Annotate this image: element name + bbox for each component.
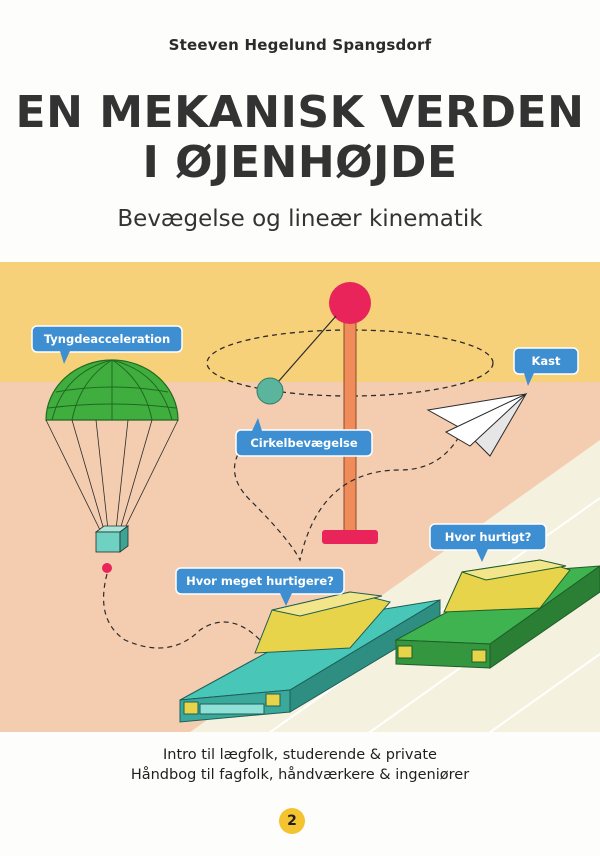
circular-path xyxy=(206,329,494,397)
label-how-much-faster: Hvor meget hurtigere? xyxy=(186,574,334,588)
label-circular: Cirkelbevægelse xyxy=(250,436,358,450)
pendulum-string xyxy=(277,315,337,383)
bubble-circular: Cirkelbevægelse xyxy=(235,418,373,457)
paper-plane xyxy=(426,392,528,457)
tagline-handbook: Håndbog til fagfolk, håndværkere & ingen… xyxy=(130,767,470,783)
parachute-strings xyxy=(45,419,179,531)
falling-ball xyxy=(102,563,112,573)
throw-trajectory xyxy=(233,434,461,562)
label-how-fast: Hvor hurtigt? xyxy=(445,530,532,544)
author-name: Steeven Hegelund Spangsdorf xyxy=(168,36,432,54)
bubble-gravity: Tyngdeacceleration xyxy=(31,325,183,364)
bubble-how-much-faster: Hvor meget hurtigere? xyxy=(175,567,345,606)
bubble-how-fast: Hvor hurtigt? xyxy=(429,523,547,562)
bubble-throw: Kast xyxy=(513,347,579,386)
label-throw: Kast xyxy=(531,354,561,368)
title-line-2: I ØJENHØJDE xyxy=(142,137,458,188)
lower-panel xyxy=(0,732,600,856)
parachute-grid xyxy=(47,359,177,421)
pole xyxy=(343,305,357,535)
payload-box xyxy=(95,531,121,553)
book-title: EN MEKANISK VERDEN I ØJENHØJDE xyxy=(0,88,600,188)
orbiting-ball xyxy=(256,377,284,405)
book-subtitle: Bevægelse og lineær kinematik xyxy=(117,206,483,232)
tagline-intro: Intro til lægfolk, studerende & private xyxy=(163,747,437,763)
volume-badge: 2 xyxy=(279,808,305,834)
teal-car xyxy=(179,591,441,723)
title-line-1: EN MEKANISK VERDEN xyxy=(15,87,585,138)
label-gravity: Tyngdeacceleration xyxy=(44,332,170,346)
pole-base xyxy=(322,530,378,544)
green-car xyxy=(394,559,600,669)
pole-top-ball xyxy=(329,282,371,324)
payload-box-side xyxy=(119,525,129,553)
